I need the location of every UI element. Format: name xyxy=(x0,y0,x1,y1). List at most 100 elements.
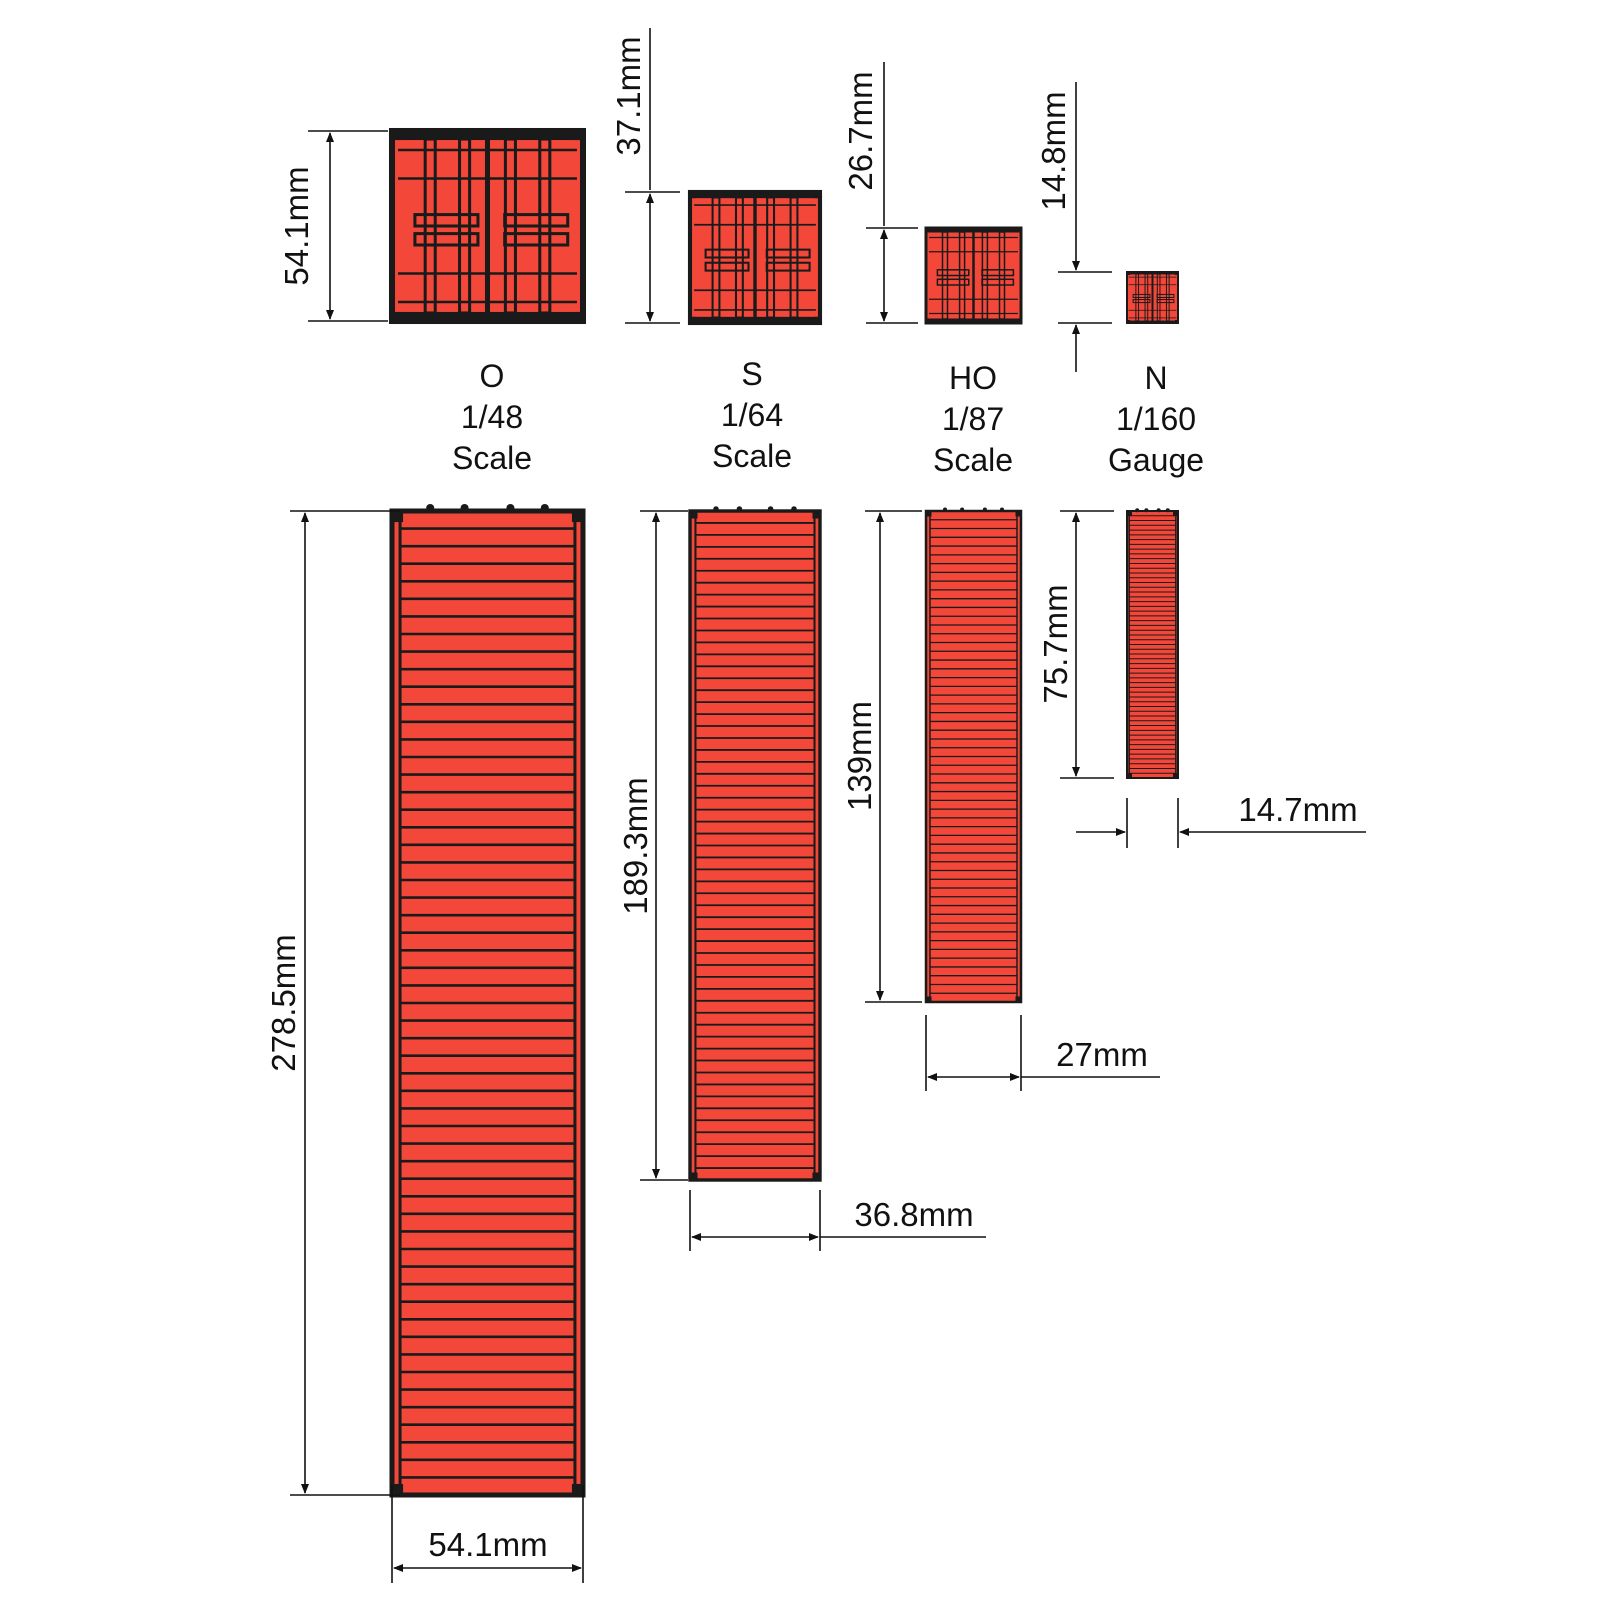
side-view-o xyxy=(389,503,586,1498)
o-length-label: 278.5mm xyxy=(265,934,302,1072)
end-view-s xyxy=(687,189,823,326)
scale-name: S xyxy=(741,356,762,392)
door-hinge xyxy=(426,503,435,513)
door-handle xyxy=(704,248,750,259)
corner-casting xyxy=(1173,773,1178,778)
scale-kind: Scale xyxy=(712,438,792,474)
ho-end-height-label: 26.7mm xyxy=(842,71,879,190)
s-width-label: 36.8mm xyxy=(854,1196,973,1233)
ho-width-label: 27mm xyxy=(1056,1036,1148,1073)
corner-casting xyxy=(690,511,698,519)
corner-casting xyxy=(1127,272,1130,275)
corner-casting xyxy=(812,511,820,519)
door-handle xyxy=(981,269,1015,277)
scale-label-n: N 1/160 Gauge xyxy=(1108,360,1204,478)
corner-casting xyxy=(813,316,820,323)
corner-casting xyxy=(812,1172,820,1180)
door-hinge xyxy=(1135,508,1140,513)
door-handle xyxy=(981,278,1015,286)
scale-ratio: 1/160 xyxy=(1116,401,1196,437)
n-end-height-label: 14.8mm xyxy=(1035,91,1072,210)
corner-casting xyxy=(926,228,931,233)
door-hinge xyxy=(960,507,965,512)
corner-casting xyxy=(392,1483,404,1495)
door-hinge xyxy=(791,506,797,512)
door-hinge xyxy=(540,503,549,513)
corner-casting xyxy=(1016,228,1021,233)
corner-casting xyxy=(392,131,402,141)
end-view-o xyxy=(388,127,587,325)
door-hinge xyxy=(767,506,774,512)
o-end-height-label: 54.1mm xyxy=(278,166,315,285)
corner-casting xyxy=(573,311,583,321)
scale-kind: Gauge xyxy=(1108,442,1204,478)
scale-kind: Scale xyxy=(452,440,532,476)
scale-name: O xyxy=(480,358,505,394)
door-handle xyxy=(1132,299,1151,304)
corner-casting xyxy=(571,1483,583,1495)
scale-label-ho: HO 1/87 Scale xyxy=(933,360,1013,478)
corner-casting xyxy=(690,192,697,199)
door-hinge xyxy=(943,507,947,512)
o-width-label: 54.1mm xyxy=(428,1526,547,1563)
scale-label-s: S 1/64 Scale xyxy=(712,356,792,474)
door-handle xyxy=(1132,293,1151,299)
end-view-n xyxy=(1126,271,1179,324)
corner-casting xyxy=(571,511,583,523)
corner-casting xyxy=(1016,318,1021,323)
corner-casting xyxy=(690,1172,698,1180)
n-width-label: 14.7mm xyxy=(1238,791,1357,828)
side-view-s xyxy=(688,506,822,1182)
end-view-ho xyxy=(924,226,1023,325)
door-hinge xyxy=(460,503,469,513)
door-handle xyxy=(704,261,750,272)
corner-casting xyxy=(573,131,583,141)
door-hinge xyxy=(1165,508,1170,513)
corner-casting xyxy=(690,316,697,323)
corner-casting xyxy=(392,311,402,321)
side-view-n xyxy=(1126,508,1179,779)
n-length-label: 75.7mm xyxy=(1037,584,1074,703)
door-hinge xyxy=(713,506,719,512)
scale-name: N xyxy=(1144,360,1167,396)
door-handle xyxy=(503,213,570,228)
dimension-lines xyxy=(290,28,1366,1583)
door-handle xyxy=(1156,299,1175,304)
side-view-ho xyxy=(924,507,1023,1004)
scale-ratio: 1/87 xyxy=(942,401,1004,437)
scale-name: HO xyxy=(949,360,997,396)
door-hinge xyxy=(1156,508,1161,513)
corner-casting xyxy=(392,511,404,523)
door-handle xyxy=(936,278,970,286)
corner-casting xyxy=(813,192,820,199)
door-handle xyxy=(765,261,811,272)
door-handle xyxy=(413,232,480,247)
corner-casting xyxy=(1127,511,1132,516)
door-handle xyxy=(936,269,970,277)
door-hinge xyxy=(982,507,987,512)
scale-kind: Scale xyxy=(933,442,1013,478)
scale-ratio: 1/64 xyxy=(721,397,783,433)
corner-casting xyxy=(1015,996,1021,1002)
door-handle xyxy=(765,248,811,259)
s-length-label: 189.3mm xyxy=(617,777,654,915)
door-hinge xyxy=(1144,508,1149,513)
corner-casting xyxy=(926,511,932,517)
corner-casting xyxy=(926,996,932,1002)
scale-label-o: O 1/48 Scale xyxy=(452,358,532,476)
ho-length-label: 139mm xyxy=(841,701,878,811)
door-handle xyxy=(1156,293,1175,299)
corner-casting xyxy=(1127,320,1130,323)
corner-casting xyxy=(1015,511,1021,517)
door-handle xyxy=(503,232,570,247)
door-hinge xyxy=(506,503,515,513)
corner-casting xyxy=(1127,773,1132,778)
door-handle xyxy=(413,213,480,228)
corner-casting xyxy=(1173,511,1178,516)
corner-casting xyxy=(926,318,931,323)
corner-casting xyxy=(1175,320,1178,323)
corner-casting xyxy=(1175,272,1178,275)
door-hinge xyxy=(1000,507,1004,512)
